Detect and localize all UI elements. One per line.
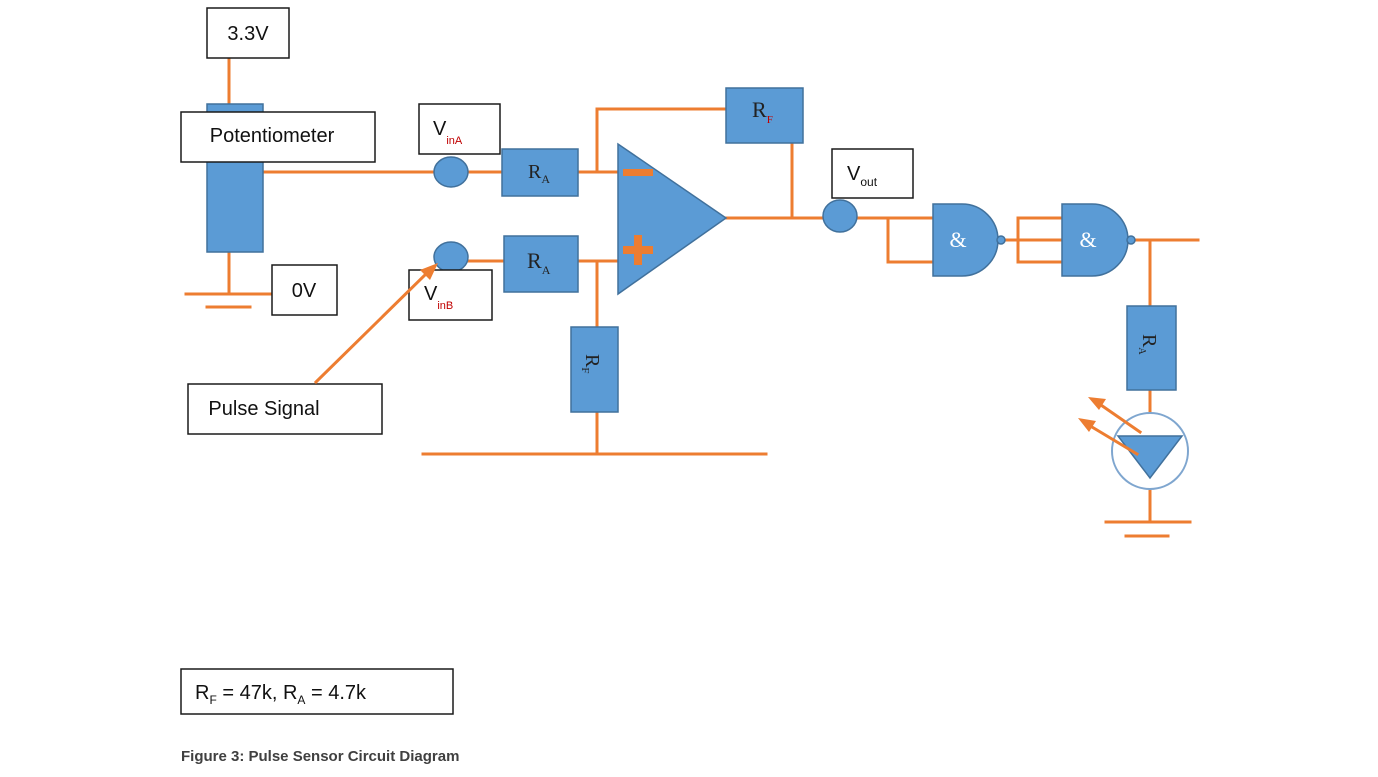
supply-label-box <box>206 7 290 59</box>
vinb-node <box>433 241 469 273</box>
vina-main: V <box>433 118 447 140</box>
nand-gate-2: & <box>1061 203 1136 277</box>
ground-label-box <box>271 264 338 316</box>
op-amp <box>617 142 728 296</box>
supply-label: 3.3V <box>227 23 269 45</box>
led-light-arrows <box>1078 397 1143 457</box>
vout-label-box <box>831 148 914 199</box>
vout-label: Vout <box>847 163 878 189</box>
resistor-led-label: RA <box>1136 334 1160 355</box>
pulse-signal-label: Pulse Signal <box>208 398 319 420</box>
potentiometer-label-box <box>180 111 376 163</box>
vina-label-box <box>418 103 501 155</box>
component-values-box <box>180 668 454 715</box>
pulse-signal-label-box <box>187 383 383 435</box>
ground-label: 0V <box>292 280 317 302</box>
resistor-ra-bottom <box>503 235 579 293</box>
gate2-input-tie-top <box>1016 216 1064 242</box>
nand-gate-1-label: & <box>949 227 966 252</box>
resistor-rf-ground-label: RF <box>579 354 603 373</box>
vina-label: VinA <box>433 118 463 147</box>
gate1-input-tie-wire <box>886 216 935 264</box>
op-amp-minus-sign <box>623 169 653 176</box>
op-amp-plus-sign <box>623 235 653 265</box>
resistor-rf-feedback <box>725 87 804 144</box>
vinb-main: V <box>424 283 438 305</box>
resistor-ra-top-label: RA <box>528 161 550 186</box>
wires <box>184 56 1200 538</box>
component-values: RF = 47k, RA = 4.7k <box>195 682 367 707</box>
potentiometer-label: Potentiometer <box>210 125 335 147</box>
vinb-label: VinB <box>424 283 453 312</box>
led-symbol <box>1111 412 1189 490</box>
nand-gate-1: & <box>932 203 1006 277</box>
vina-sub: inA <box>446 135 463 147</box>
pulse-signal-arrow <box>313 263 438 385</box>
vinb-sub: inB <box>437 300 453 312</box>
resistor-rf-ground <box>570 326 619 413</box>
nand-gate-2-label: & <box>1079 227 1096 252</box>
vina-node <box>433 156 469 188</box>
resistor-ra-top <box>501 148 579 197</box>
vout-node <box>822 199 858 233</box>
resistor-rf-feedback-label: RF <box>752 97 773 126</box>
resistor-led <box>1126 305 1177 391</box>
gate2-input-tie-bottom <box>1016 238 1064 264</box>
resistor-ra-bottom-label: RA <box>527 248 551 277</box>
figure-caption: Figure 3: Pulse Sensor Circuit Diagram <box>181 748 459 765</box>
